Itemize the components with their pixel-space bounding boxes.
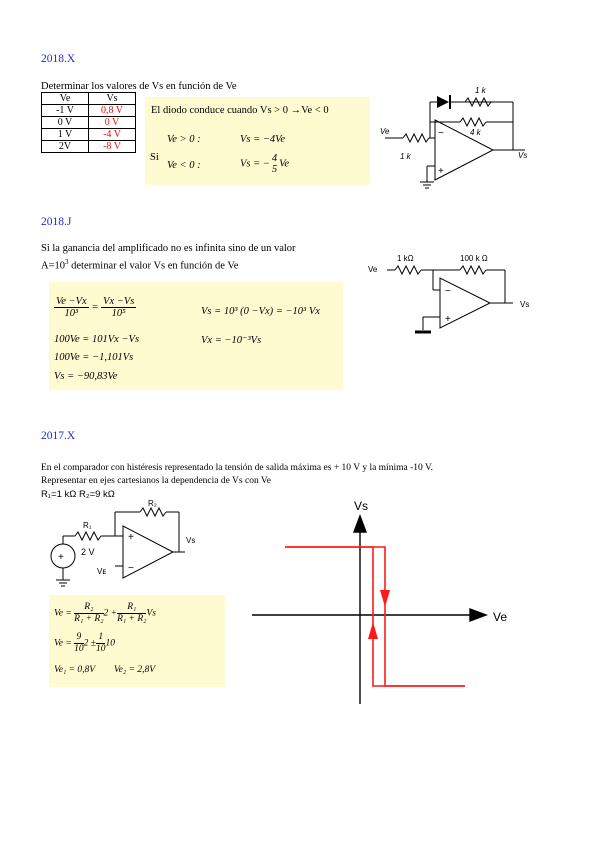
label-r1: 1 kΩ <box>397 254 414 263</box>
label-source: 2 V <box>81 547 95 557</box>
cell: 1 V <box>41 128 89 141</box>
circuit-hysteresis-comparator: + + − R₁ R₂ 2 V Vᴇ Vs <box>50 499 195 587</box>
cond2-left: Ve < 0 : <box>167 160 201 171</box>
label-r1: R₁ <box>83 521 92 530</box>
cell: 0,8 V <box>88 104 136 117</box>
cell: 0 V <box>41 116 89 129</box>
x-axis-label: Ve <box>493 610 507 624</box>
cond1-right: Vs = −4Ve <box>240 134 286 145</box>
col-header: Vs <box>88 92 136 105</box>
label-r2: 100 k Ω <box>460 254 488 263</box>
problem-statement: En el comparador con histéresis represen… <box>41 463 433 473</box>
equation-c: Ve₁ = 0,8V Ve₂ = 2,8V <box>54 665 156 675</box>
section-title-2018j: 2018.J <box>41 216 72 228</box>
label-r-mid: 4 k <box>470 128 482 137</box>
diode-condition: El diodo conduce cuando Vs > 0 →Ve < 0 <box>151 105 329 116</box>
cond1-left: Ve > 0 : <box>167 134 201 145</box>
label-ve: Ve <box>368 265 378 274</box>
plus-sign: + <box>128 532 134 543</box>
solution-box-2018x: El diodo conduce cuando Vs > 0 →Ve < 0 S… <box>145 97 370 185</box>
plus-sign: + <box>438 166 444 177</box>
equation-3: 100Ve = −1,101Vs <box>54 352 134 363</box>
circuit-diode-amplifier: − + 1 k 4 k 1 k Ve Vs <box>380 86 527 189</box>
y-axis-label: Vs <box>354 499 368 513</box>
section-title-2017x: 2017.X <box>41 430 76 442</box>
cell: 2V <box>41 140 89 153</box>
label-ve: Vᴇ <box>97 567 106 576</box>
si-label: Si <box>150 152 159 163</box>
cell: -4 V <box>88 128 136 141</box>
cell: -1 V <box>41 104 89 117</box>
equation-6: Vx = −10⁻³Vs <box>201 335 262 346</box>
col-header: Ve <box>41 92 89 105</box>
minus-sign: − <box>445 286 451 297</box>
minus-sign: − <box>438 128 444 139</box>
label-vs: Vs <box>518 151 527 160</box>
problem-statement-2: A=103 determinar el valor Vs en función … <box>41 258 239 272</box>
hysteresis-loop <box>285 546 465 687</box>
cell: 0 V <box>88 116 136 129</box>
label-r-in: 1 k <box>400 152 412 161</box>
resistor-values: R₁=1 kΩ R₂=9 kΩ <box>41 489 115 500</box>
problem-statement: Si la ganancia del amplificado no es inf… <box>41 243 296 254</box>
label-ve: Ve <box>380 127 390 136</box>
label-vs: Vs <box>186 536 195 545</box>
source-plus: + <box>58 552 64 563</box>
y-axis-arrow <box>352 514 368 533</box>
x-axis-arrow <box>469 607 488 623</box>
equation-5: Vs = 10³ (0 −Vx) = −10³ Vx <box>201 306 320 317</box>
table-row: 2V-8 V <box>41 140 136 153</box>
plus-sign: + <box>445 314 451 325</box>
problem-statement-2: Representar en ejes cartesianos la depen… <box>41 476 271 486</box>
section-title-2018x: 2018.X <box>41 53 76 65</box>
table-row: 1 V-4 V <box>41 128 136 141</box>
up-arrow <box>368 622 378 639</box>
label-r-top: 1 k <box>475 86 487 95</box>
cell: -8 V <box>88 140 136 153</box>
down-arrow <box>380 590 390 607</box>
label-vs: Vs <box>520 300 529 309</box>
problem-statement: Determinar los valores de Vs en función … <box>41 81 237 92</box>
label-r2: R₂ <box>148 499 157 508</box>
equation-4: Vs = −90,83Ve <box>54 371 118 382</box>
equation-2: 100Ve = 101Vx −Vs <box>54 334 140 345</box>
minus-sign: − <box>128 563 134 574</box>
circuit-finite-gain-amplifier: − + 1 kΩ 100 k Ω Ve Vs <box>368 254 529 334</box>
hysteresis-graph: Vs Ve <box>252 499 507 704</box>
